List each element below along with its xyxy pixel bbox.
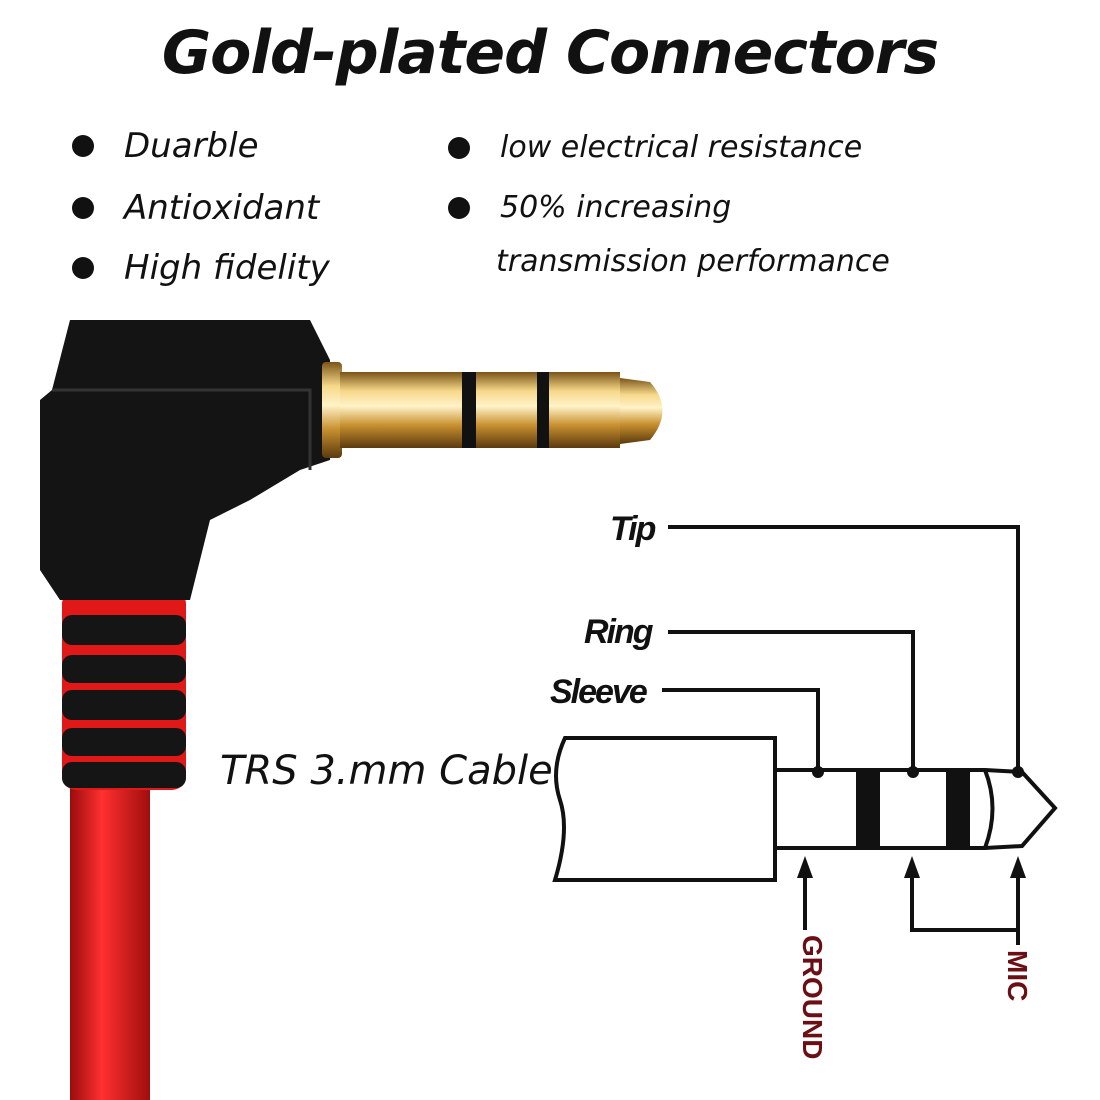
mic-label: MIC <box>1002 950 1033 1001</box>
ground-label: GROUND <box>797 935 828 1059</box>
arrow-up-icon <box>904 856 920 878</box>
cable-label: TRS 3.mm Cable <box>220 748 553 794</box>
bullet-icon <box>72 257 94 279</box>
bullet-icon <box>72 197 94 219</box>
page-title: Gold-plated Connectors <box>161 18 939 88</box>
feature-item: low electrical resistance <box>448 130 862 165</box>
bullet-icon <box>448 136 470 159</box>
red-cable <box>70 780 150 1100</box>
feature-text: 50% increasing <box>500 190 732 225</box>
feature-text-continuation: transmission performance <box>496 244 890 279</box>
feature-text: High fidelity <box>124 248 330 288</box>
sleeve-label: Sleeve <box>550 673 647 711</box>
feature-text: low electrical resistance <box>500 130 863 165</box>
bullet-icon <box>448 196 470 219</box>
arrow-up-icon <box>797 856 813 878</box>
tip-label: Tip <box>610 510 656 548</box>
plug-housing <box>40 320 330 600</box>
feature-text: Antioxidant <box>124 188 320 228</box>
feature-item: High fidelity <box>72 248 330 288</box>
gold-plug <box>322 362 663 458</box>
trs-diagram <box>552 525 1058 945</box>
feature-item: 50% increasing <box>448 190 731 225</box>
ring-label: Ring <box>584 613 654 651</box>
strain-relief <box>62 590 186 790</box>
bullet-icon <box>72 135 94 157</box>
arrow-up-icon <box>1010 856 1026 878</box>
feature-item: Antioxidant <box>72 188 319 228</box>
feature-text: Duarble <box>124 126 259 166</box>
feature-item: Duarble <box>72 126 259 166</box>
